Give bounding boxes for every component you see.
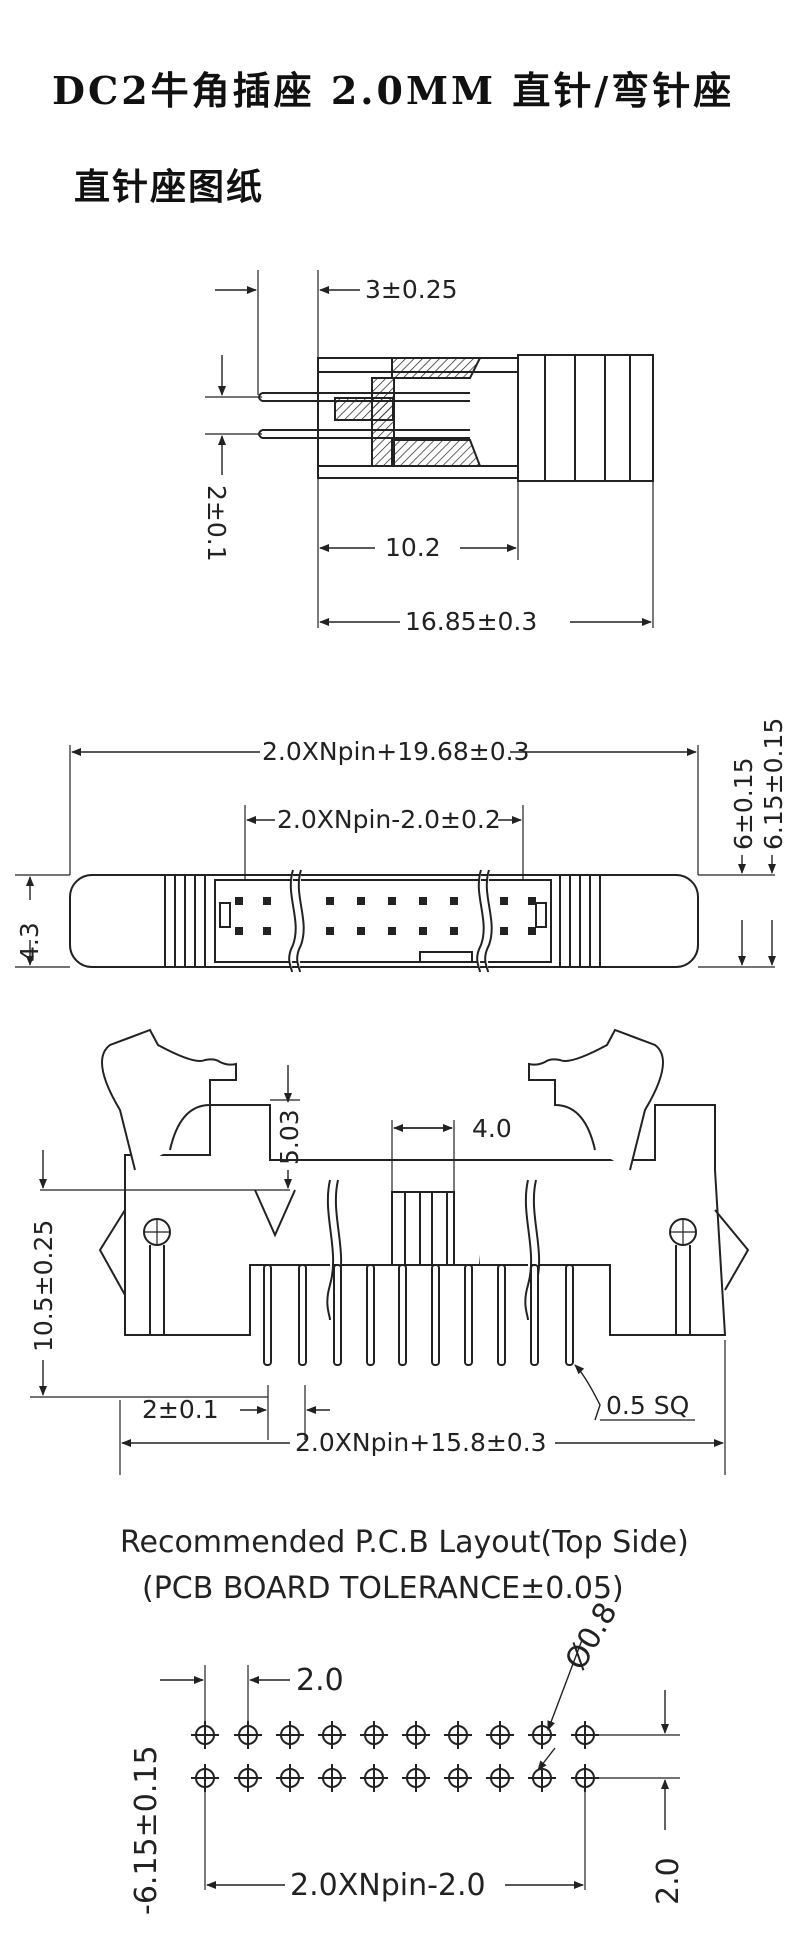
side-dim-body: 10.2 bbox=[385, 533, 441, 562]
top-dim-height-b: 6.15±0.15 bbox=[759, 718, 788, 850]
front-dim-key: 4.0 bbox=[472, 1114, 512, 1143]
top-dim-left: 4.3 bbox=[15, 922, 44, 962]
front-dim-overall: 2.0XNpin+15.8±0.3 bbox=[295, 1428, 547, 1457]
front-dim-latch: 5.03 bbox=[275, 1109, 304, 1165]
front-dim-height: 10.5±0.25 bbox=[29, 1220, 58, 1352]
front-dim-pin: 0.5 SQ bbox=[606, 1391, 689, 1420]
pcb-dim-row: -6.15±0.15 bbox=[129, 1745, 164, 1915]
pcb-dim-span: 2.0XNpin-2.0 bbox=[290, 1868, 486, 1903]
side-dim-top: 3±0.25 bbox=[365, 275, 458, 304]
pcb-holes bbox=[191, 1721, 599, 1792]
side-dim-overall: 16.85±0.3 bbox=[405, 607, 537, 636]
section-title: 直针座图纸 bbox=[74, 166, 265, 208]
top-dim-height-a: 6±0.15 bbox=[729, 757, 758, 850]
side-view bbox=[205, 270, 654, 628]
top-dim-inner: 2.0XNpin-2.0±0.2 bbox=[277, 805, 501, 834]
front-view bbox=[30, 1028, 750, 1475]
top-view-pins bbox=[235, 897, 536, 935]
pcb-dim-pitch: 2.0 bbox=[296, 1663, 344, 1698]
side-dim-pitch: 2±0.1 bbox=[202, 485, 231, 562]
pcb-layout bbox=[160, 1639, 680, 1890]
top-dim-overall: 2.0XNpin+19.68±0.3 bbox=[262, 737, 529, 766]
pcb-dim-hole: Ø0.8 bbox=[559, 1597, 625, 1676]
top-view bbox=[15, 745, 776, 973]
front-dim-pitch: 2±0.1 bbox=[142, 1395, 219, 1424]
pcb-heading-line1: Recommended P.C.B Layout(Top Side) bbox=[120, 1525, 689, 1560]
pcb-heading-line2: (PCB BOARD TOLERANCE±0.05) bbox=[142, 1571, 624, 1606]
page-title: DC2牛角插座 2.0MM 直针/弯针座 bbox=[52, 68, 735, 113]
front-view-pins bbox=[263, 1264, 574, 1366]
pcb-dim-row-pitch: 2.0 bbox=[651, 1857, 686, 1905]
